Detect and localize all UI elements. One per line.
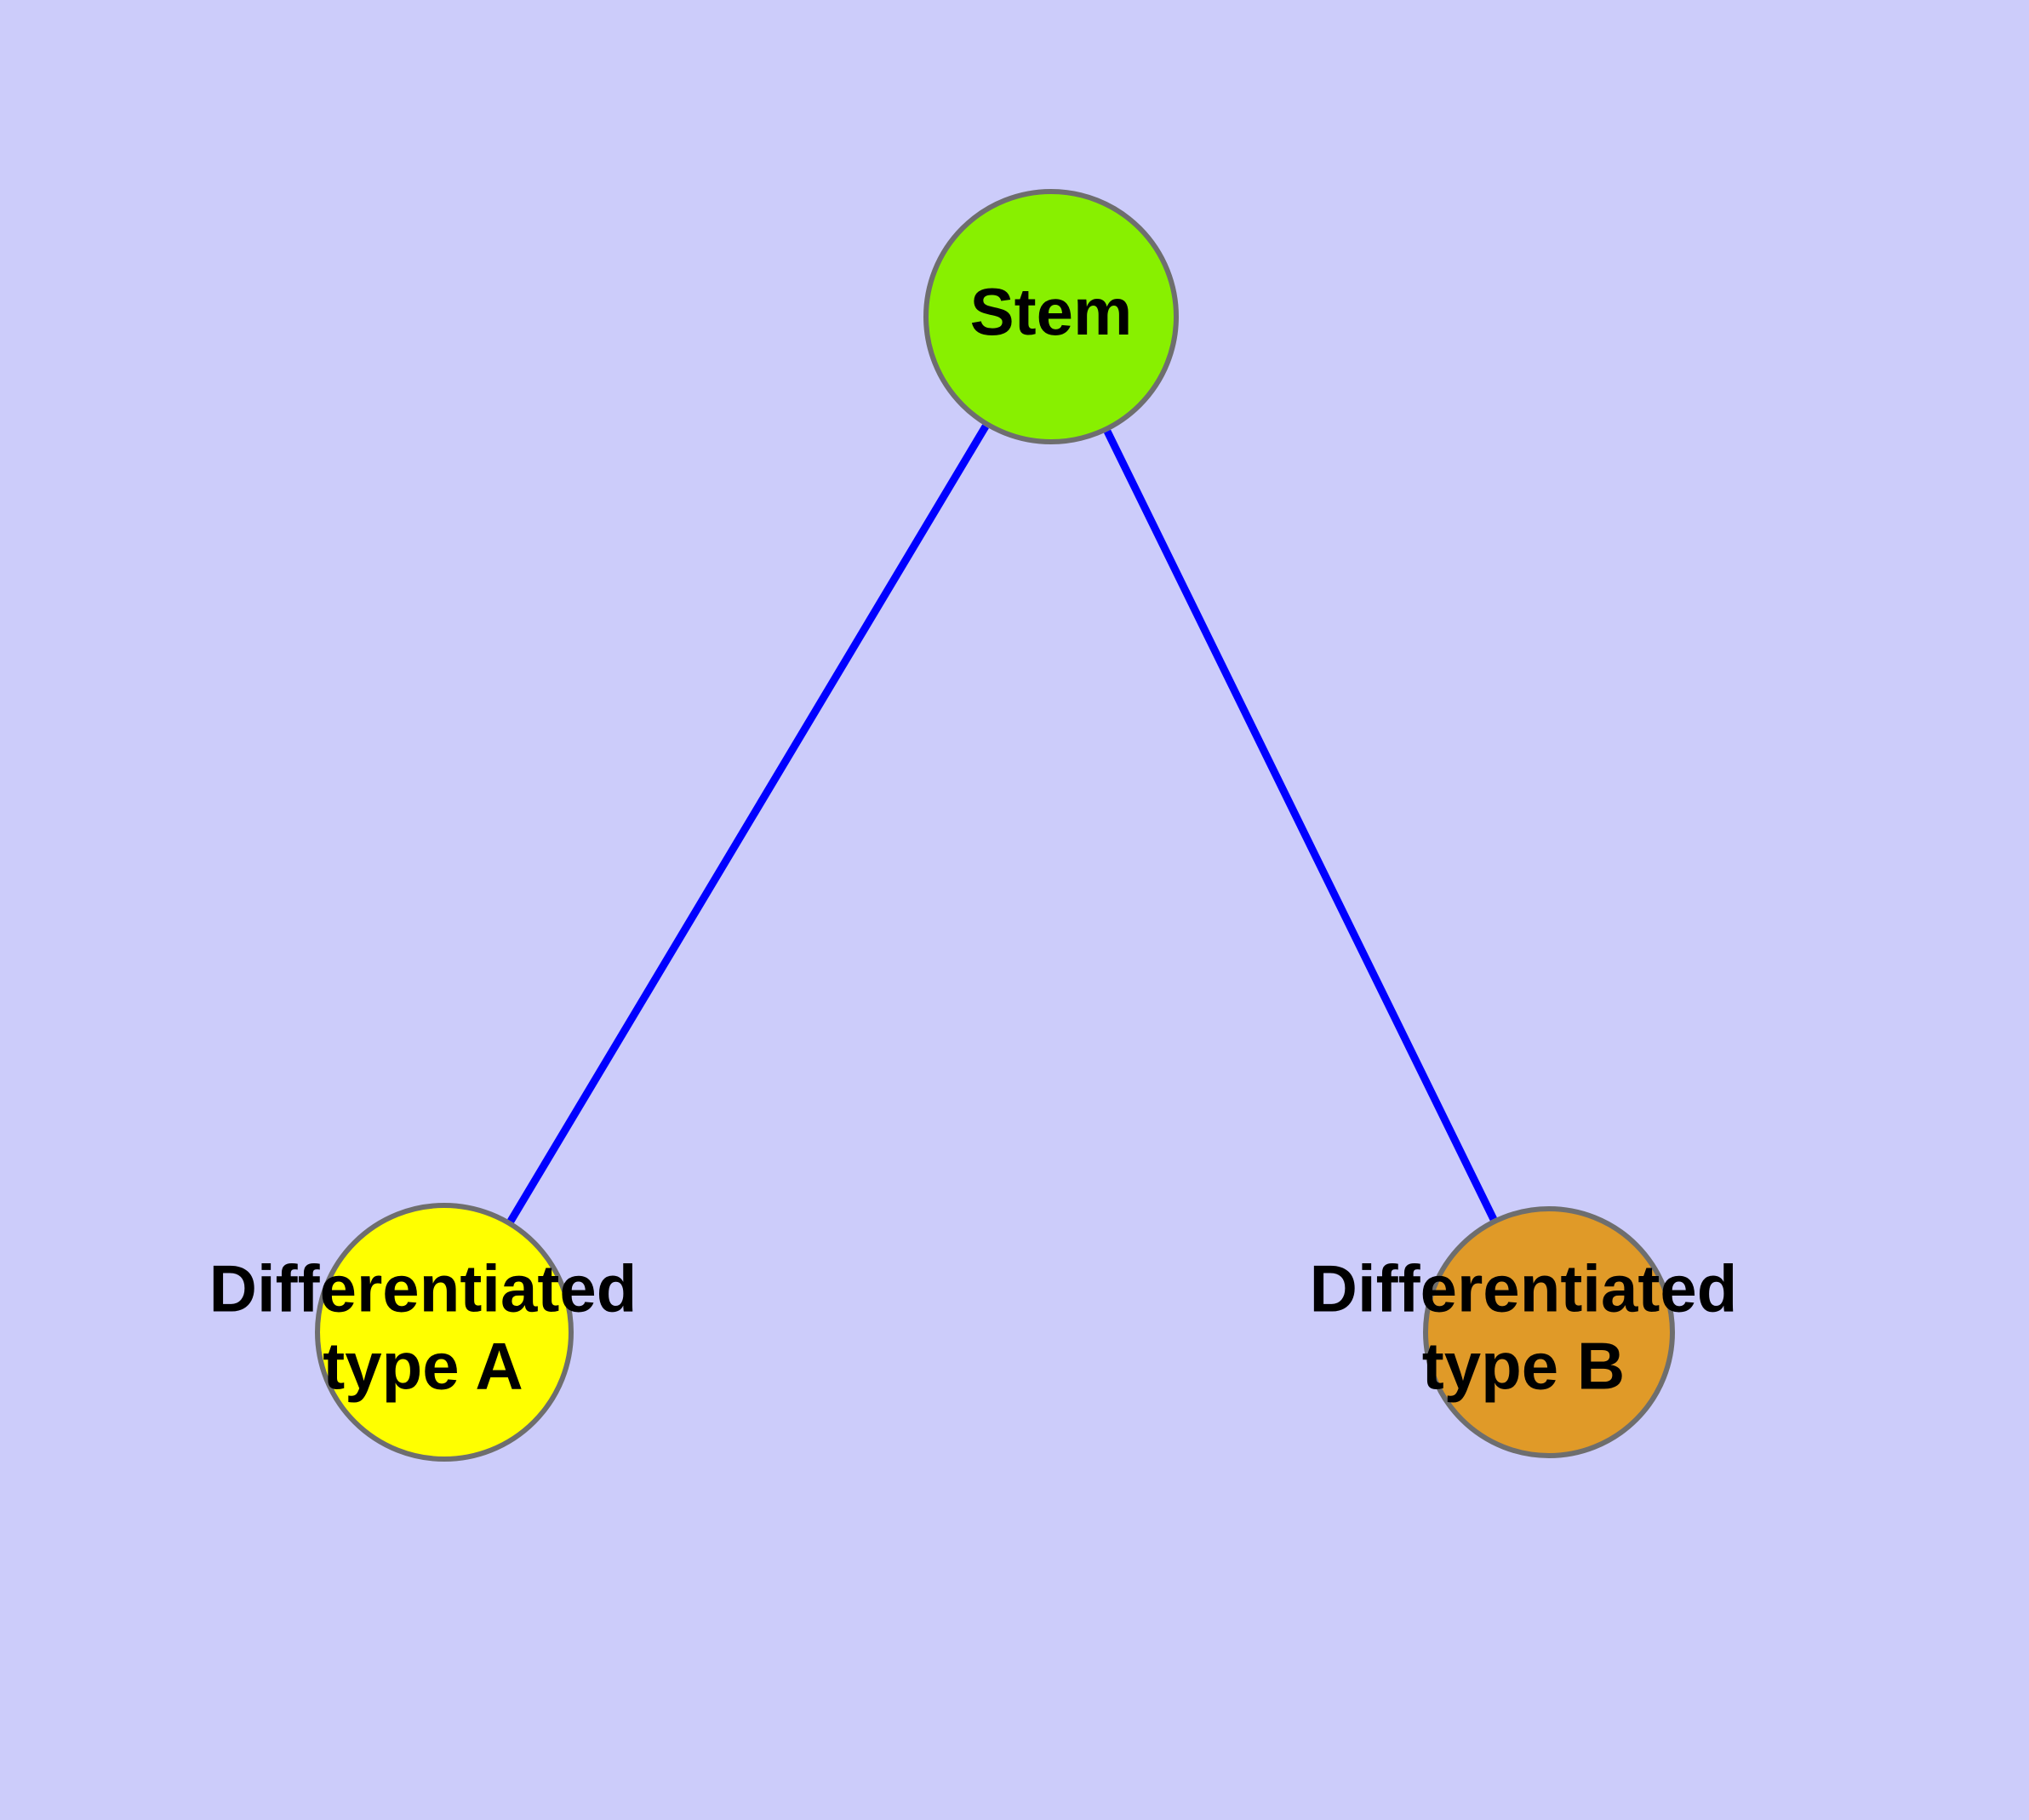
graph-node-differentiated-type-a[interactable] — [315, 1203, 574, 1462]
graph-node-label-line: type A — [323, 1328, 523, 1403]
graph-node-label-line: Stem — [970, 274, 1133, 349]
graph-node-label-line: type B — [1422, 1328, 1625, 1403]
graph-node-differentiated-type-b[interactable] — [1423, 1206, 1675, 1458]
graph-node-label-line: Differentiated — [1310, 1251, 1738, 1325]
graph-node-label-line: Differentiated — [209, 1251, 637, 1325]
graph-edge-stem-to-type-a — [507, 424, 989, 1223]
graph-node-label-stem: Stem — [970, 274, 1133, 349]
nodes-layer — [315, 189, 1675, 1462]
graph-edge-stem-to-type-b — [1104, 429, 1497, 1222]
graph-node-stem[interactable] — [923, 189, 1179, 444]
edges-layer — [507, 424, 1497, 1223]
